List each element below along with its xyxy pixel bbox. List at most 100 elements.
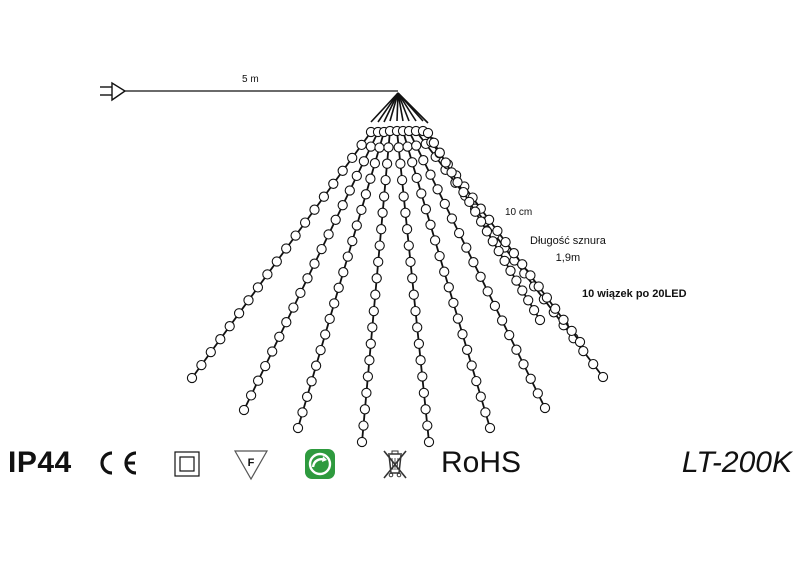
led-bulb — [470, 206, 481, 217]
led-bulb — [446, 213, 458, 224]
led-bulb — [481, 226, 493, 237]
led-bulb — [489, 300, 501, 312]
led-bulb — [337, 200, 348, 211]
led-bulb — [517, 259, 528, 270]
led-bulb — [417, 371, 428, 382]
plug-icon — [100, 81, 127, 102]
led-bulb — [423, 436, 435, 448]
led-bulb — [362, 371, 374, 382]
led-strands — [186, 92, 609, 448]
model-number: LT-200K — [681, 446, 792, 479]
led-bulb — [422, 420, 433, 431]
led-bulb — [402, 141, 413, 152]
led-bulb — [523, 295, 534, 306]
led-bulb — [320, 329, 331, 340]
led-bulb — [337, 165, 348, 176]
led-bulb — [333, 282, 344, 293]
led-bulb — [338, 267, 349, 278]
led-bulb — [260, 360, 271, 372]
led-bulb — [380, 174, 391, 186]
f-triangle-icon: F — [233, 450, 269, 481]
led-bulb — [428, 137, 440, 148]
class-ii-double-square-icon — [174, 451, 200, 477]
led-bulb — [420, 404, 431, 415]
led-bulb — [196, 359, 207, 371]
led-bulb — [301, 391, 313, 402]
led-bulb — [281, 317, 292, 328]
led-bulb — [368, 305, 379, 317]
svg-text:F: F — [248, 457, 255, 469]
led-bulb — [378, 191, 390, 202]
led-bulb — [347, 152, 358, 164]
strand-length-value: 1,9m — [555, 252, 581, 264]
crossed-bin-icon — [383, 450, 407, 479]
led-bulb — [466, 360, 477, 371]
led-bulb — [365, 338, 376, 349]
led-bulb — [458, 186, 469, 198]
feeder-wire — [377, 92, 399, 123]
led-bulb — [499, 255, 510, 267]
led-bulb — [271, 256, 282, 267]
led-bulb — [351, 220, 362, 231]
led-bulb — [487, 236, 498, 247]
led-bulb — [429, 235, 441, 246]
led-bulb — [434, 147, 445, 158]
led-bulb — [374, 240, 385, 251]
led-bulb — [374, 142, 385, 153]
led-bulb — [425, 219, 436, 230]
led-bulb — [344, 185, 355, 196]
led-bulb — [252, 375, 264, 386]
led-bulb — [274, 331, 285, 342]
ce-mark-icon — [100, 451, 137, 475]
led-bulb — [418, 387, 430, 399]
feeder-wire — [389, 92, 399, 122]
led-bulb — [482, 286, 493, 297]
led-bulb — [411, 140, 422, 151]
led-bulb — [461, 344, 473, 355]
led-bulb — [539, 402, 551, 414]
led-bulb — [243, 295, 254, 306]
led-bulb — [329, 298, 340, 309]
rohs-mark: RoHS — [441, 446, 522, 479]
led-bulb — [533, 281, 544, 292]
led-bulb — [324, 313, 335, 325]
cable-length-label: 5 m — [242, 74, 259, 85]
led-bulb — [365, 173, 376, 184]
led-bulb — [360, 189, 372, 200]
led-bulb — [351, 170, 362, 182]
led-bulb — [408, 289, 419, 300]
led-bulb — [215, 334, 226, 345]
led-bulb — [295, 287, 306, 299]
led-bulb — [370, 289, 381, 300]
led-bulb — [534, 314, 546, 326]
feeder-wire — [397, 92, 410, 122]
led-bulb — [550, 303, 561, 314]
led-bulb — [315, 344, 326, 356]
led-bulb — [359, 404, 371, 415]
led-bulb — [407, 157, 418, 168]
led-bulb — [425, 169, 436, 180]
led-bulb — [411, 172, 422, 184]
led-bulb — [434, 250, 445, 262]
led-bulb — [541, 292, 553, 303]
led-bulb — [484, 422, 496, 434]
led-bulb — [532, 388, 543, 399]
led-bulb — [292, 422, 304, 434]
led-bulb — [446, 167, 457, 178]
led-bulb — [468, 257, 479, 268]
led-bulb — [245, 390, 257, 401]
led-bulb — [574, 336, 586, 348]
led-bulb — [415, 355, 426, 366]
led-bulb — [412, 322, 423, 333]
led-bulb — [525, 270, 536, 281]
led-bulb — [418, 155, 429, 166]
feeder-wire — [370, 92, 399, 123]
led-bulb — [306, 376, 317, 387]
led-bulb — [416, 188, 427, 199]
led-bulb — [302, 273, 313, 284]
led-bulb — [588, 358, 599, 370]
led-bulb — [381, 158, 393, 169]
led-bulb — [511, 275, 522, 286]
led-bulb — [323, 229, 334, 240]
